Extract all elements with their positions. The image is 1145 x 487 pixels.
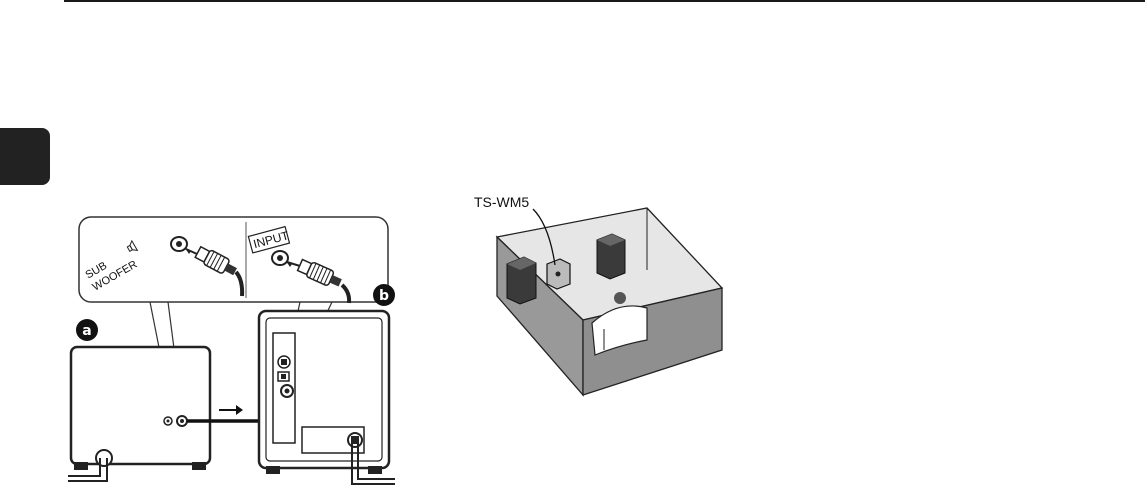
svg-text:a: a xyxy=(82,323,91,339)
badge-a: a xyxy=(76,319,98,341)
subwoofer-ts-wm5 xyxy=(547,259,570,289)
unit-b-subwoofer xyxy=(259,311,395,484)
unit-a-amplifier xyxy=(68,347,210,481)
badge-b: b xyxy=(373,284,395,306)
speaker-front-left xyxy=(507,257,536,304)
svg-text:b: b xyxy=(379,288,389,304)
connector-callout: SUB WOOFER xyxy=(79,217,388,303)
direction-arrow xyxy=(219,405,243,415)
room-label-ts-wm5: TS-WM5 xyxy=(474,194,529,210)
room-layout-illustration: TS-WM5 xyxy=(474,194,722,395)
speaker-front-right xyxy=(597,234,625,279)
